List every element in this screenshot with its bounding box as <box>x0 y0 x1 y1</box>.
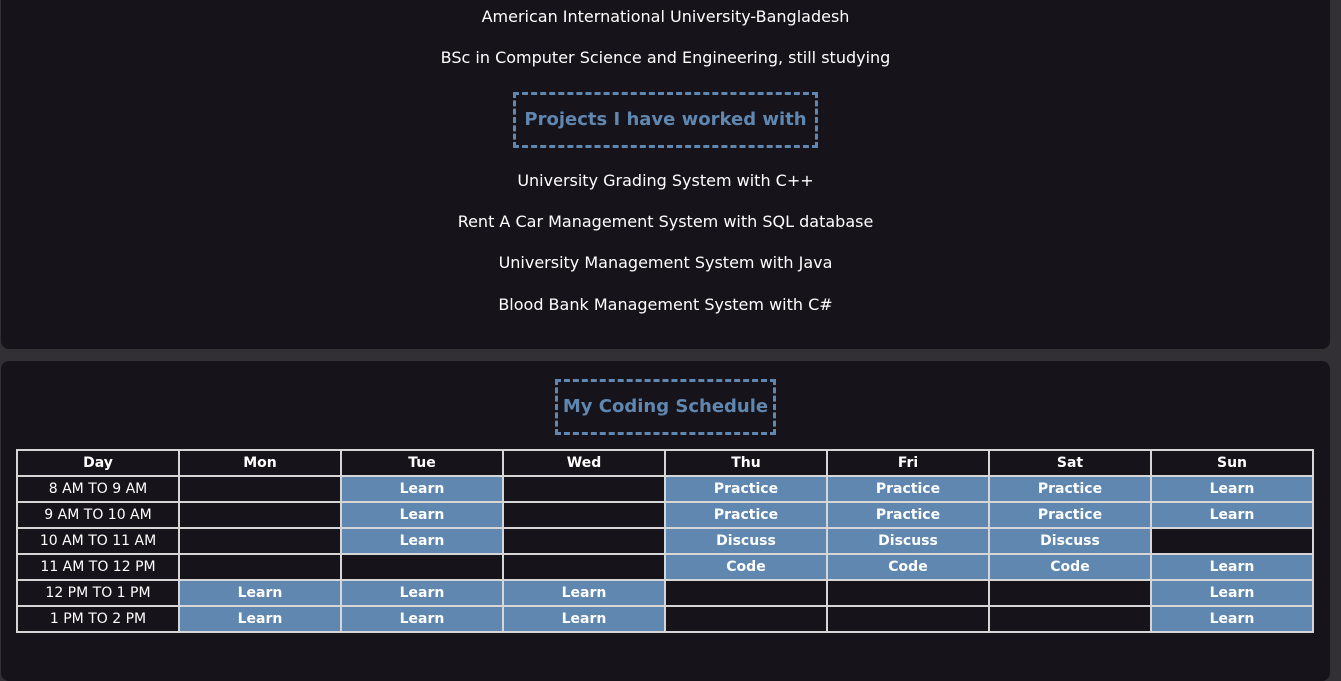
column-header-thu: Thu <box>664 449 828 477</box>
schedule-cell-thu: Practice <box>664 501 828 529</box>
schedule-cell-wed <box>502 475 666 503</box>
schedule-cell-tue <box>340 553 504 581</box>
schedule-cell-mon <box>178 553 342 581</box>
project-item: University Management System with Java <box>498 253 833 272</box>
schedule-header-row: Day Mon Tue Wed Thu Fri Sat Sun <box>16 449 1314 477</box>
schedule-cell-thu <box>664 579 828 607</box>
schedule-cell-wed <box>502 527 666 555</box>
schedule-cell-sat: Discuss <box>988 527 1152 555</box>
project-item: Rent A Car Management System with SQL da… <box>457 212 874 231</box>
schedule-cell-tue: Learn <box>340 475 504 503</box>
schedule-cell-wed: Learn <box>502 605 666 633</box>
schedule-cell-thu: Practice <box>664 475 828 503</box>
time-slot-cell: 8 AM TO 9 AM <box>16 475 180 503</box>
schedule-cell-tue: Learn <box>340 605 504 633</box>
column-header-sat: Sat <box>988 449 1152 477</box>
schedule-cell-fri: Discuss <box>826 527 990 555</box>
schedule-cell-mon <box>178 501 342 529</box>
schedule-cell-fri <box>826 605 990 633</box>
schedule-cell-thu: Discuss <box>664 527 828 555</box>
schedule-cell-sun: Learn <box>1150 501 1314 529</box>
schedule-cell-fri: Practice <box>826 475 990 503</box>
degree-text: BSc in Computer Science and Engineering,… <box>440 48 891 67</box>
column-header-fri: Fri <box>826 449 990 477</box>
schedule-cell-thu: Code <box>664 553 828 581</box>
schedule-card: My Coding Schedule Day Mon Tue Wed Thu F… <box>1 361 1330 681</box>
university-name: American International University-Bangla… <box>481 7 850 26</box>
schedule-cell-fri: Practice <box>826 501 990 529</box>
schedule-cell-sat <box>988 605 1152 633</box>
column-header-wed: Wed <box>502 449 666 477</box>
schedule-cell-sun: Learn <box>1150 579 1314 607</box>
schedule-cell-sat <box>988 579 1152 607</box>
schedule-cell-sat: Code <box>988 553 1152 581</box>
schedule-cell-sun: Learn <box>1150 605 1314 633</box>
schedule-cell-fri <box>826 579 990 607</box>
schedule-cell-wed: Learn <box>502 579 666 607</box>
schedule-heading: My Coding Schedule <box>555 379 776 435</box>
schedule-cell-sun: Learn <box>1150 553 1314 581</box>
schedule-cell-wed <box>502 553 666 581</box>
time-slot-cell: 9 AM TO 10 AM <box>16 501 180 529</box>
column-header-sun: Sun <box>1150 449 1314 477</box>
column-header-tue: Tue <box>340 449 504 477</box>
schedule-cell-sat: Practice <box>988 475 1152 503</box>
schedule-table: Day Mon Tue Wed Thu Fri Sat Sun 8 AM TO … <box>16 449 1314 633</box>
time-slot-cell: 11 AM TO 12 PM <box>16 553 180 581</box>
time-slot-cell: 10 AM TO 11 AM <box>16 527 180 555</box>
time-slot-cell: 1 PM TO 2 PM <box>16 605 180 633</box>
schedule-cell-tue: Learn <box>340 579 504 607</box>
education-projects-card: American International University-Bangla… <box>1 0 1330 349</box>
schedule-cell-sun <box>1150 527 1314 555</box>
schedule-cell-thu <box>664 605 828 633</box>
schedule-cell-mon <box>178 475 342 503</box>
time-slot-cell: 12 PM TO 1 PM <box>16 579 180 607</box>
project-item: University Grading System with C++ <box>517 171 814 190</box>
schedule-cell-sat: Practice <box>988 501 1152 529</box>
column-header-day: Day <box>16 449 180 477</box>
schedule-cell-tue: Learn <box>340 527 504 555</box>
schedule-cell-wed <box>502 501 666 529</box>
projects-heading: Projects I have worked with <box>513 92 818 148</box>
project-item: Blood Bank Management System with C# <box>498 295 833 314</box>
schedule-cell-mon: Learn <box>178 605 342 633</box>
column-header-mon: Mon <box>178 449 342 477</box>
schedule-cell-sun: Learn <box>1150 475 1314 503</box>
schedule-cell-mon <box>178 527 342 555</box>
schedule-cell-tue: Learn <box>340 501 504 529</box>
schedule-cell-mon: Learn <box>178 579 342 607</box>
schedule-cell-fri: Code <box>826 553 990 581</box>
